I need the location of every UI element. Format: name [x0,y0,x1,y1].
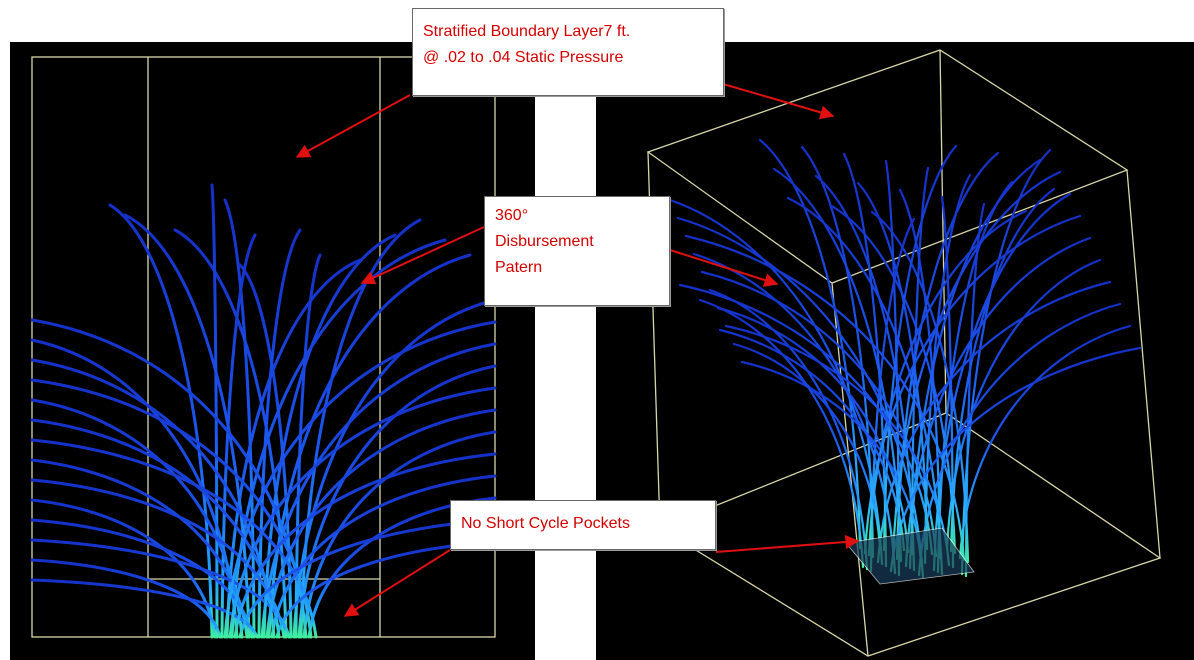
arrow-stratified-left [295,94,411,158]
callout-disbursement-line3: Patern [495,259,543,276]
streamline [964,202,986,578]
streamline [923,173,972,565]
callout-stratified-line1: Stratified Boundary Layer7 ft. [423,23,631,40]
streamline [732,342,882,550]
streamline [692,252,897,575]
streamline [30,518,254,639]
streamline [30,558,222,639]
streamline [210,183,219,639]
streamline [700,270,938,558]
callout-stratified-line2: @ .02 to .04 Static Pressure [423,49,624,66]
streamline [302,430,497,639]
callout-disbursement-line1: 360° [495,207,529,224]
streamline [30,498,217,639]
streamline [173,228,288,639]
streamline [876,280,1112,564]
streamline [867,209,1028,557]
arrow-disbursement-right [669,249,779,287]
callout-no-short-cycle: No Short Cycle Pockets [450,500,716,550]
streamline [265,408,497,639]
streamline [299,218,422,639]
callout-short-cycle-line1: No Short Cycle Pockets [461,515,630,532]
streamline [228,386,497,639]
streamline [225,258,362,639]
streamline [758,138,862,550]
streamline [698,298,865,569]
streamline [960,148,1052,576]
callout-arrows [295,83,860,617]
streamline [294,253,322,639]
arrow-disbursement-left [360,226,485,285]
streamline [708,288,869,571]
streamline [233,452,497,639]
streamline [30,458,249,639]
streamline [842,152,888,568]
callout-disbursement-line2: Disbursement [495,233,594,250]
streamline [718,328,906,552]
streamline [863,214,1082,555]
streamline [270,474,497,639]
callout-disbursement-pattern: 360° Disbursement Patern [484,196,670,306]
streamline [958,324,1132,560]
streamline [932,192,1072,572]
streamline [895,151,1000,561]
arrow-short-cycle-right [715,534,860,553]
streamline [786,196,944,576]
streamline [30,538,291,639]
front-view-streamlines [30,183,497,639]
streamline [238,518,497,639]
streamline [238,263,293,639]
streamline [262,233,397,639]
streamline [123,213,251,639]
streamline [882,144,958,552]
streamline [257,228,302,639]
streamline [30,478,286,639]
streamline [30,578,259,639]
streamline [678,283,934,556]
streamline [260,342,497,639]
callout-stratified-boundary-layer: Stratified Boundary Layer7 ft. @ .02 to … [412,8,724,96]
streamline [945,258,1102,551]
streamline [891,170,1062,559]
arrow-short-cycle-left [343,549,451,617]
diffuser-grid [845,527,975,585]
perspective-view-streamlines [668,138,1142,579]
streamline [716,306,910,554]
streamline [223,320,497,639]
streamline [297,364,497,639]
arrow-stratified-right [722,83,835,120]
